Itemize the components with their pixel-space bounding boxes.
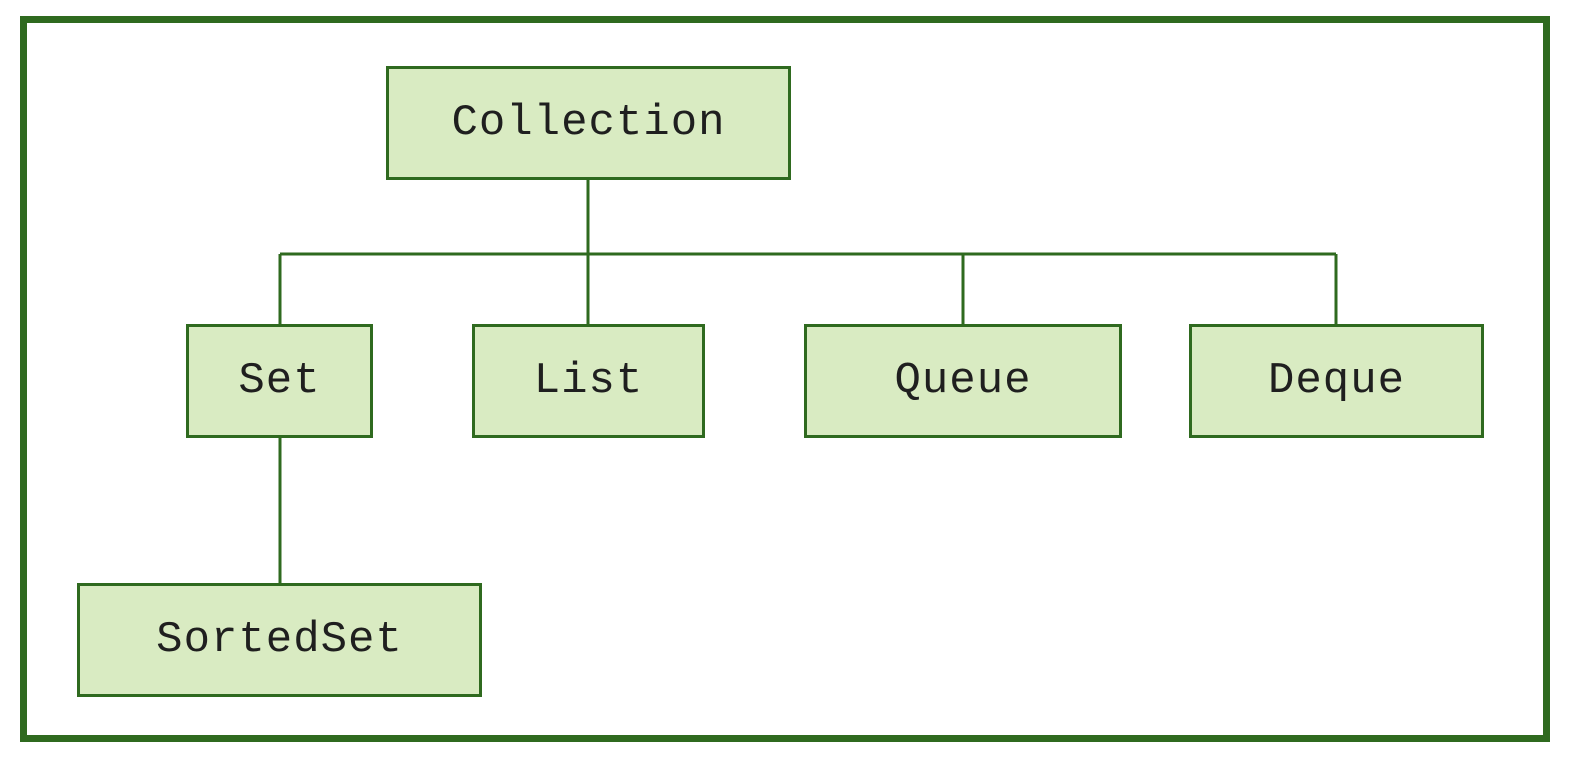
node-queue: Queue	[804, 324, 1122, 438]
node-deque: Deque	[1189, 324, 1484, 438]
node-queue-label: Queue	[894, 356, 1032, 406]
node-deque-label: Deque	[1267, 356, 1406, 406]
node-collection: Collection	[386, 66, 791, 180]
node-list: List	[472, 324, 705, 438]
node-set: Set	[186, 324, 373, 438]
node-collection-label: Collection	[451, 98, 726, 148]
node-set-label: Set	[238, 356, 321, 406]
node-sortedset-label: SortedSet	[156, 615, 403, 665]
node-list-label: List	[533, 356, 644, 406]
node-sortedset: SortedSet	[77, 583, 482, 697]
